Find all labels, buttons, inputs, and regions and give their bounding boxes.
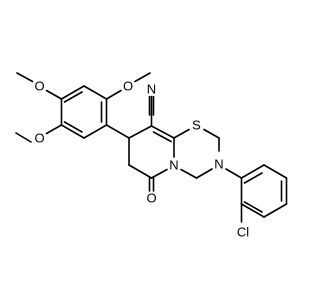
atom-label-methoxy-o-meta: O bbox=[34, 131, 44, 146]
bond-ome-top-me bbox=[134, 72, 151, 83]
bond-tm-6 bbox=[83, 124, 108, 139]
bond-tm-2 bbox=[83, 85, 108, 100]
bond-ome-meta-me bbox=[15, 132, 32, 143]
bond-c8-aryl bbox=[105, 124, 130, 139]
bond-c6-n bbox=[150, 168, 168, 179]
atom-label-carbonyl-o: O bbox=[146, 191, 156, 206]
atom-label-ring-n-thiadiazine: N bbox=[214, 157, 223, 172]
bond-c9-c9a bbox=[150, 125, 175, 139]
bond-cp-5-inner bbox=[243, 201, 263, 213]
bond-tm-5-inner bbox=[63, 121, 83, 133]
atom-label-sulfur: S bbox=[192, 118, 201, 133]
bond-c9-c8 bbox=[128, 125, 153, 139]
bond-cp-1 bbox=[240, 164, 265, 179]
atom-label-methoxy-o-top: O bbox=[123, 79, 133, 94]
bond-cp-5 bbox=[240, 203, 265, 218]
bond-n3-aryl bbox=[225, 168, 243, 179]
bond-ch2-n5 bbox=[180, 168, 198, 179]
bond-c9a-s bbox=[173, 128, 190, 139]
bond-ome-para-me bbox=[16, 72, 34, 83]
bonds bbox=[15, 72, 288, 223]
atom-label-methoxy-o-para: O bbox=[34, 79, 44, 94]
bond-c7-c6 bbox=[128, 164, 153, 179]
bond-tm-5 bbox=[60, 124, 85, 139]
bond-tm-3 bbox=[60, 85, 85, 100]
bond-ome-meta-o bbox=[45, 124, 63, 135]
bond-ome-para-o bbox=[45, 89, 63, 100]
atom-label-nitrile-n: N bbox=[147, 82, 156, 97]
bond-c9-c9a-inner bbox=[152, 131, 172, 143]
atom-label-ring-n-bridgehead: N bbox=[169, 158, 178, 173]
atom-labels: N S N N O Cl O O O bbox=[34, 79, 249, 240]
molecule-diagram: N S N N O Cl O O O bbox=[15, 72, 288, 240]
bond-cp-2 bbox=[263, 164, 288, 179]
bond-ome-top-o bbox=[105, 89, 122, 100]
structure-drawing: N S N N O Cl O O O bbox=[15, 72, 288, 240]
bond-n3-ch2 bbox=[195, 168, 213, 179]
bond-s-ch2 bbox=[203, 128, 220, 139]
bond-cp-1-inner bbox=[243, 172, 263, 184]
bond-tm-3-inner bbox=[63, 91, 83, 103]
bond-cp-4 bbox=[263, 203, 288, 218]
atom-label-chlorine: Cl bbox=[237, 225, 249, 240]
